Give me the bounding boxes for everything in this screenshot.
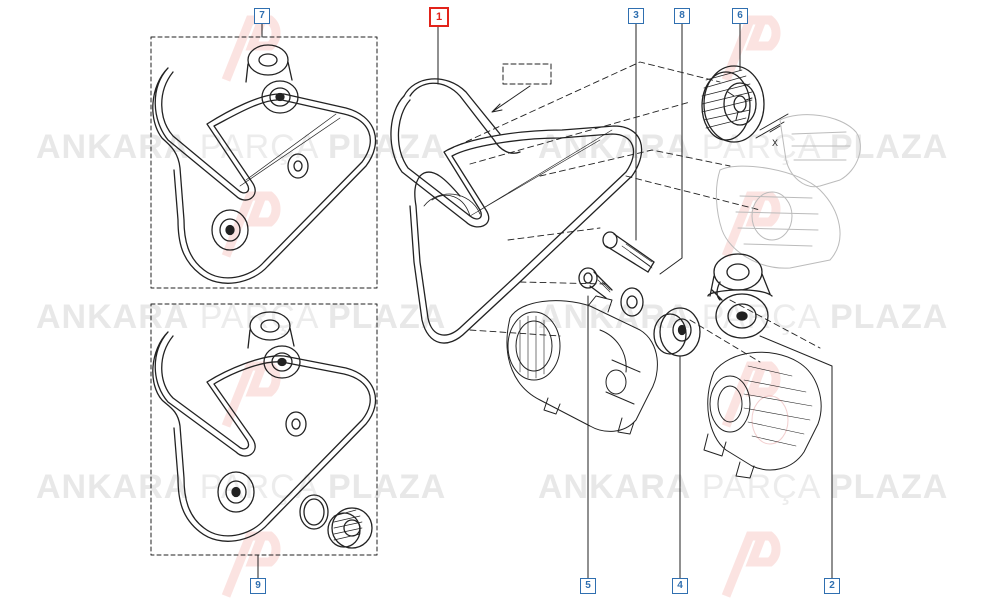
watermark-row-3-right: ANKARA PARÇA PLAZA bbox=[538, 468, 948, 507]
kit-7-dashed-frame bbox=[150, 36, 378, 289]
watermark-text: ANKARA bbox=[36, 468, 190, 506]
crank-pulley bbox=[701, 65, 765, 143]
watermark-logo-icon bbox=[221, 15, 281, 82]
watermark-text: PLAZA bbox=[829, 128, 949, 166]
dimension-label: X bbox=[772, 138, 778, 148]
kit-7-belt bbox=[152, 67, 377, 284]
kit-9-idler-small bbox=[285, 411, 307, 437]
watermark-text: ANKARA bbox=[36, 298, 190, 336]
watermark-logo-icon bbox=[221, 191, 281, 258]
kit-7-idler-small bbox=[287, 153, 309, 179]
kit-7-tensioner bbox=[245, 44, 299, 114]
watermark-logo-icon bbox=[221, 361, 281, 428]
belt-tensioner bbox=[707, 253, 773, 339]
watermark-text: PLAZA bbox=[829, 468, 949, 506]
watermark-logo-icon bbox=[721, 361, 781, 428]
callout-part-5[interactable]: 5 bbox=[580, 578, 596, 594]
watermark-text: PLAZA bbox=[829, 298, 949, 336]
kit-7-idler-large bbox=[211, 209, 249, 251]
alternator bbox=[703, 351, 822, 479]
idler-pulley bbox=[653, 307, 701, 357]
engine-block-faded bbox=[715, 114, 861, 269]
watermark-row-3-left: ANKARA PARÇA PLAZA bbox=[36, 468, 446, 507]
ac-compressor bbox=[506, 295, 658, 435]
callout-part-4[interactable]: 4 bbox=[672, 578, 688, 594]
watermark-logo-icon bbox=[721, 531, 781, 598]
watermark-text: ANKARA bbox=[36, 128, 190, 166]
short-bolt bbox=[578, 267, 613, 299]
kit-9-tensioner bbox=[247, 311, 301, 379]
kit-9-ribbed-pulley bbox=[327, 507, 373, 549]
watermark-logo-icon bbox=[721, 191, 781, 258]
watermark-logo-icon bbox=[721, 15, 781, 82]
kit-9-belt bbox=[152, 331, 377, 542]
spacer-washer bbox=[620, 287, 644, 317]
callout-part-6[interactable]: 6 bbox=[732, 8, 748, 24]
callout-part-3[interactable]: 3 bbox=[628, 8, 644, 24]
watermark-text: PARÇA bbox=[701, 468, 820, 506]
watermark-text: PLAZA bbox=[327, 468, 447, 506]
callout-2-leader bbox=[759, 335, 833, 579]
callout-part-1[interactable]: 1 bbox=[429, 7, 449, 27]
dimension-marker bbox=[755, 113, 789, 139]
callout-part-2[interactable]: 2 bbox=[824, 578, 840, 594]
callout-8-leader bbox=[659, 23, 683, 275]
reference-arrow bbox=[491, 85, 531, 113]
callout-part-7[interactable]: 7 bbox=[254, 8, 270, 24]
assembly-guide-lines bbox=[447, 61, 821, 363]
long-bolt bbox=[602, 231, 655, 273]
watermark-logo-icon bbox=[221, 531, 281, 598]
callout-part-8[interactable]: 8 bbox=[674, 8, 690, 24]
reference-dashed-box bbox=[502, 63, 552, 85]
watermark-text: ANKARA bbox=[538, 468, 692, 506]
watermark-text: PLAZA bbox=[327, 128, 447, 166]
callout-part-9[interactable]: 9 bbox=[250, 578, 266, 594]
kit-9-ring bbox=[299, 494, 329, 530]
kit-9-idler-large bbox=[217, 471, 255, 513]
kit-9-dashed-frame bbox=[150, 303, 378, 556]
